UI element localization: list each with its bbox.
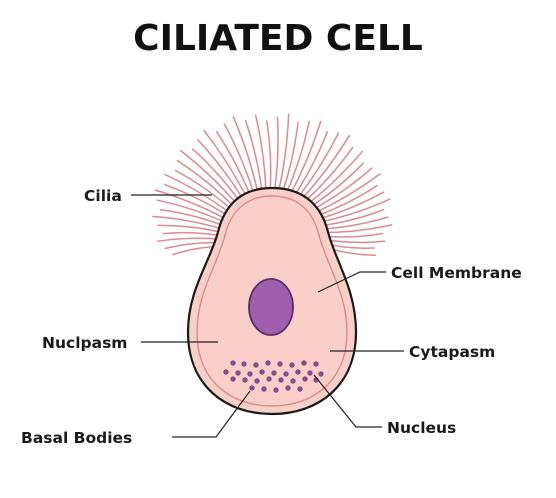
basal-body-dot: [307, 370, 313, 376]
cilium-hair: [157, 224, 224, 234]
basal-body-dot: [283, 371, 289, 377]
basal-body-dot: [230, 376, 236, 382]
cilium-hair: [312, 173, 381, 215]
basal-body-dot: [285, 385, 291, 391]
cilium-hair: [179, 149, 239, 207]
cilium-hair: [152, 215, 224, 230]
basal-body-dot: [302, 376, 308, 382]
basal-body-dot: [235, 370, 241, 376]
label-nucleus: Nucleus: [387, 419, 456, 437]
cilium-hair: [162, 231, 223, 237]
cilium-hair: [203, 129, 249, 201]
label-nuclpasm: Nuclpasm: [42, 334, 127, 352]
label-cell-membrane: Cell Membrane: [391, 264, 522, 282]
basal-body-dot: [301, 360, 307, 366]
basal-body-dot: [278, 377, 284, 383]
cilium-hair: [164, 173, 232, 215]
cilium-hair: [298, 134, 351, 203]
basal-body-dot: [241, 361, 247, 367]
nucleus-leader-line: [313, 374, 382, 428]
cilium-hair: [174, 169, 234, 212]
cilium-hair: [318, 198, 391, 224]
basal-bodies-leader-line: [172, 390, 251, 438]
cilium-hair: [176, 159, 237, 209]
basal-body-dot: [290, 378, 296, 384]
cilium-hair: [154, 189, 228, 221]
basal-body-dot: [273, 387, 279, 393]
label-basal-bodies: Basal Bodies: [21, 429, 132, 447]
basal-body-dot: [242, 377, 248, 383]
basal-body-dot: [249, 385, 255, 391]
basal-body-dot: [297, 386, 303, 392]
basal-body-dot: [295, 369, 301, 375]
nucleus-ellipse: [248, 278, 294, 336]
cilium-hair: [277, 113, 290, 196]
cell-membrane-leader-line: [317, 271, 386, 293]
label-cytapasm: Cytapasm: [409, 343, 495, 361]
cilium-hair: [157, 237, 223, 242]
cilium-hair: [273, 116, 279, 195]
cilium-hair: [321, 232, 384, 238]
basal-body-dot: [247, 371, 253, 377]
diagram-title: CILIATED CELL: [133, 18, 423, 59]
basal-body-dot: [254, 378, 260, 384]
cilium-hair: [156, 199, 226, 224]
basal-body-dot: [223, 369, 229, 375]
cilia-tuft: [152, 113, 393, 257]
inner-membrane-line: [196, 195, 348, 407]
label-cilia: Cilia: [84, 187, 122, 205]
basal-body-dot: [266, 376, 272, 382]
basal-body-dot: [230, 360, 236, 366]
basal-body-dot: [259, 369, 265, 375]
basal-body-dot: [313, 361, 319, 367]
cilium-hair: [266, 120, 272, 195]
basal-body-dot: [253, 362, 259, 368]
basal-body-dot: [277, 361, 283, 367]
cilium-hair: [232, 116, 260, 197]
cilium-hair: [164, 183, 230, 218]
basal-body-dot: [271, 370, 277, 376]
cilium-hair: [159, 208, 225, 227]
cilium-hair: [319, 208, 385, 227]
cilium-hair: [288, 120, 322, 198]
basal-body-dot: [289, 362, 295, 368]
basal-bodies-cluster: [223, 360, 324, 393]
cilium-hair: [254, 114, 267, 196]
basal-body-dot: [318, 371, 324, 377]
basal-body-dot: [261, 386, 267, 392]
basal-body-dot: [265, 360, 271, 366]
